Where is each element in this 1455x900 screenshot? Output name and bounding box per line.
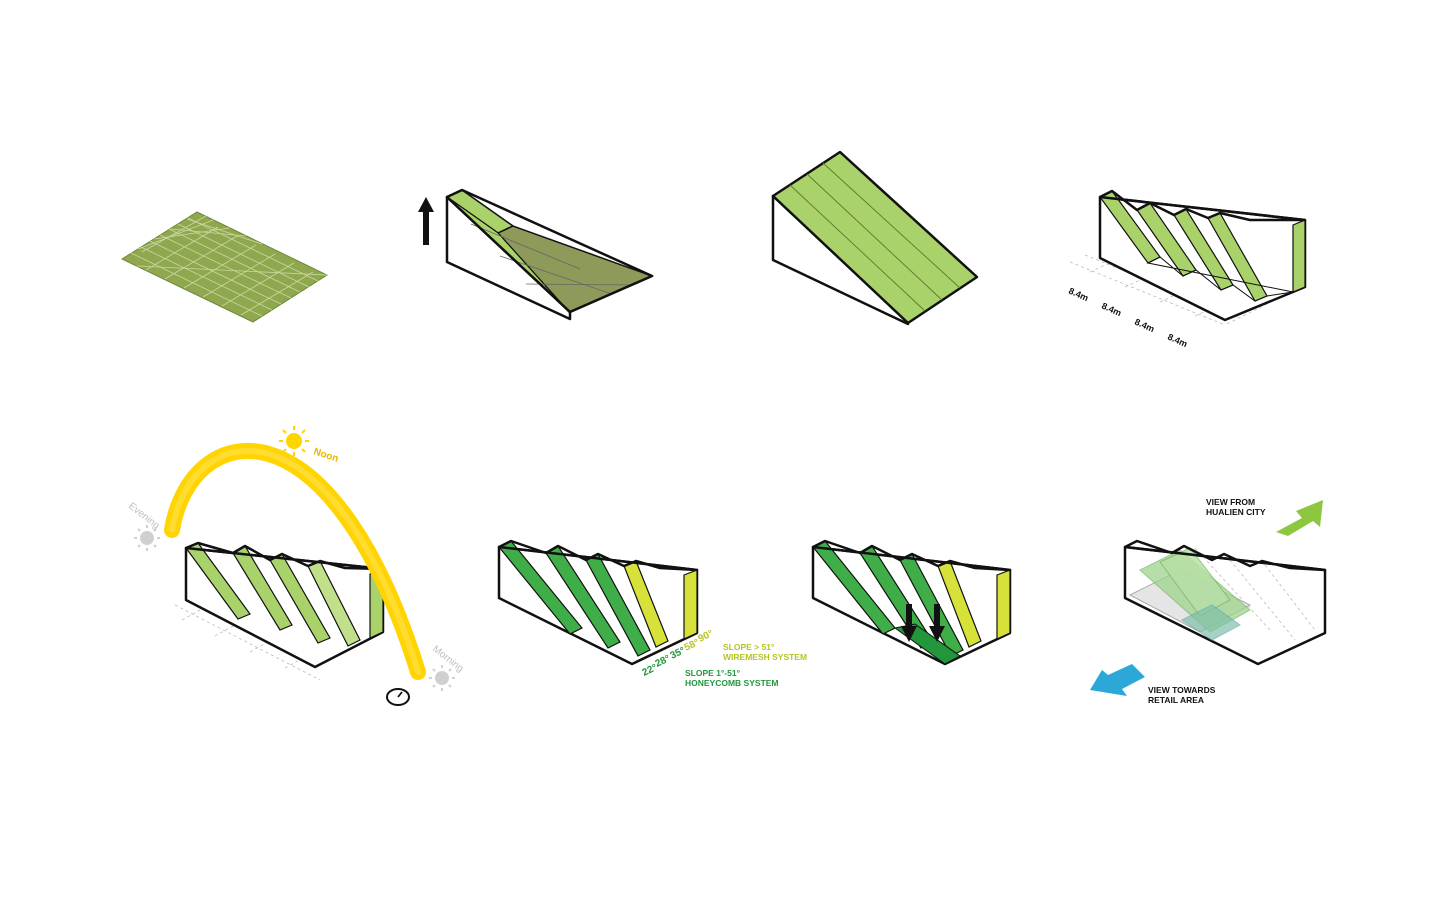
angle-label: 90°	[697, 628, 715, 644]
view-from-arrow-icon	[1276, 500, 1323, 536]
grid-lines	[130, 215, 328, 317]
dimension-label: 8.4m	[1133, 317, 1156, 334]
sun-icon	[279, 426, 309, 456]
panel-1-grid-plane	[120, 211, 329, 323]
morning-label: Morning	[430, 644, 465, 675]
honeycomb-title: SLOPE 1°-51°	[685, 668, 741, 678]
panel-4-folded-strips: 8.4m 8.4m 8.4m 8.4m	[1067, 189, 1307, 349]
view-towards-label: RETAIL AREA	[1148, 695, 1204, 705]
sun-icon	[429, 665, 455, 691]
panel-6-slope-systems: 22° 28° 35° 58° 90° SLOPE > 51° WIREMESH…	[497, 539, 807, 688]
view-from-label: VIEW FROM	[1206, 497, 1255, 507]
dimension-label: 8.4m	[1100, 301, 1123, 318]
wiremesh-title: SLOPE > 51°	[723, 642, 775, 652]
evening-label: Evening	[126, 501, 161, 532]
panel-3-slope-mass	[771, 150, 979, 326]
sun-icon	[134, 525, 160, 551]
dimension-label: 8.4m	[1166, 332, 1189, 349]
up-arrow-icon	[418, 197, 434, 245]
down-arrow-icon	[901, 604, 917, 642]
panel-7-drainage	[811, 539, 1012, 666]
dimension-label: 8.4m	[1067, 286, 1090, 303]
panel-5-sun-path: Noon Evening Morning	[126, 426, 465, 706]
noon-label: Noon	[312, 446, 340, 464]
panel-2-lifted-slope	[418, 188, 655, 321]
wiremesh-subtitle: WIREMESH SYSTEM	[723, 652, 807, 662]
view-towards-label: VIEW TOWARDS	[1148, 685, 1216, 695]
honeycomb-subtitle: HONEYCOMB SYSTEM	[685, 678, 779, 688]
view-towards-arrow-icon	[1090, 664, 1145, 696]
down-arrow-icon	[929, 604, 945, 642]
clock-icon	[386, 688, 410, 706]
view-from-label: HUALIEN CITY	[1206, 507, 1266, 517]
angle-label: 28°	[654, 653, 672, 669]
panel-8-views: VIEW FROM HUALIEN CITY VIEW TOWARDS RETA…	[1090, 497, 1327, 705]
